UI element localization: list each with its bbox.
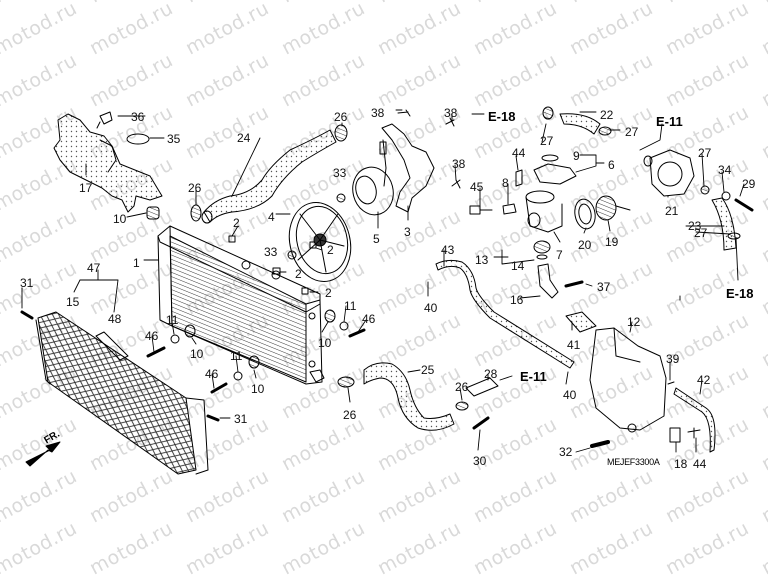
part-callout-23[interactable]: 23 xyxy=(688,219,702,233)
section-reference-e-18[interactable]: E-18 xyxy=(488,109,516,124)
part-callout-20[interactable]: 20 xyxy=(578,238,592,252)
part-callout-36[interactable]: 36 xyxy=(131,110,145,124)
part-callout-14[interactable]: 14 xyxy=(511,259,525,273)
part-callout-8[interactable]: 8 xyxy=(502,176,509,190)
part-callout-3[interactable]: 3 xyxy=(404,225,411,239)
part-callout-34[interactable]: 34 xyxy=(718,163,732,177)
part-callout-21[interactable]: 21 xyxy=(665,204,679,218)
part-callout-44[interactable]: 44 xyxy=(693,457,707,471)
part-callout-47[interactable]: 47 xyxy=(87,261,101,275)
part-callout-2[interactable]: 2 xyxy=(295,267,302,281)
part-callout-27[interactable]: 27 xyxy=(694,226,708,240)
part-callout-10[interactable]: 10 xyxy=(318,336,332,350)
part-callout-39[interactable]: 39 xyxy=(666,352,680,366)
part-callout-11[interactable]: 11 xyxy=(344,299,357,313)
fan-motor-5 xyxy=(352,139,394,216)
part-callout-32[interactable]: 32 xyxy=(559,445,573,459)
part-callout-38[interactable]: 38 xyxy=(371,106,385,120)
part-callout-7[interactable]: 7 xyxy=(556,248,563,262)
part-callout-46[interactable]: 46 xyxy=(205,367,219,381)
part-callout-31[interactable]: 31 xyxy=(234,412,248,426)
section-reference-e-11[interactable]: E-11 xyxy=(520,369,547,384)
part-callout-46[interactable]: 46 xyxy=(145,329,159,343)
part-callout-38[interactable]: 38 xyxy=(452,157,466,171)
part-callout-9[interactable]: 9 xyxy=(573,149,580,163)
part-callout-37[interactable]: 37 xyxy=(597,280,611,294)
part-callout-10[interactable]: 10 xyxy=(251,382,265,396)
part-callout-26[interactable]: 26 xyxy=(343,408,357,422)
part-callout-25[interactable]: 25 xyxy=(421,363,435,377)
part-callout-40[interactable]: 40 xyxy=(563,388,577,402)
part-callout-2[interactable]: 2 xyxy=(233,216,240,230)
thermostat-housing-7 xyxy=(525,190,563,233)
part-callout-10[interactable]: 10 xyxy=(190,347,204,361)
fan-shroud-3 xyxy=(381,123,435,213)
section-reference-e-18[interactable]: E-18 xyxy=(726,286,754,301)
part-callout-17[interactable]: 17 xyxy=(79,181,93,195)
grille-15 xyxy=(35,311,209,475)
part-callout-11[interactable]: 11 xyxy=(230,349,243,363)
reserve-tank-12 xyxy=(589,327,667,433)
part-callout-29[interactable]: 29 xyxy=(742,177,756,191)
part-callout-33[interactable]: 33 xyxy=(264,245,278,259)
part-callout-26[interactable]: 26 xyxy=(188,181,202,195)
part-callout-46[interactable]: 46 xyxy=(362,312,376,326)
part-callout-44[interactable]: 44 xyxy=(512,146,526,160)
part-callout-24[interactable]: 24 xyxy=(237,131,251,145)
band-35 xyxy=(126,133,150,145)
part-callout-6[interactable]: 6 xyxy=(608,158,615,172)
clip-36 xyxy=(96,111,113,129)
part-callout-48[interactable]: 48 xyxy=(108,312,122,326)
part-callout-35[interactable]: 35 xyxy=(167,132,181,146)
radiator-1 xyxy=(157,225,323,385)
part-callout-15[interactable]: 15 xyxy=(66,295,80,309)
part-callout-22[interactable]: 22 xyxy=(600,108,614,122)
part-callout-12[interactable]: 12 xyxy=(627,315,641,329)
shroud-bracket-17 xyxy=(53,113,163,213)
part-callout-38[interactable]: 38 xyxy=(444,106,458,120)
part-callout-19[interactable]: 19 xyxy=(605,235,619,249)
part-callout-11[interactable]: 11 xyxy=(166,313,179,327)
part-callout-16[interactable]: 16 xyxy=(510,293,524,307)
section-reference-e-11[interactable]: E-11 xyxy=(656,114,683,129)
part-callout-5[interactable]: 5 xyxy=(373,232,380,246)
part-callout-43[interactable]: 43 xyxy=(441,243,455,257)
front-arrow-icon xyxy=(25,441,61,467)
upper-hose-24 xyxy=(203,129,337,223)
pump-cover-21 xyxy=(643,149,695,197)
part-callout-31[interactable]: 31 xyxy=(20,276,34,290)
diagram-code: MEJEF3300A xyxy=(607,457,660,467)
part-callout-30[interactable]: 30 xyxy=(473,454,487,468)
part-callout-41[interactable]: 41 xyxy=(567,338,581,352)
part-callout-1[interactable]: 1 xyxy=(133,256,140,270)
part-callout-10[interactable]: 10 xyxy=(113,212,127,226)
part-callout-18[interactable]: 18 xyxy=(674,457,688,471)
part-callout-27[interactable]: 27 xyxy=(540,134,554,148)
part-callout-45[interactable]: 45 xyxy=(470,180,484,194)
part-callout-13[interactable]: 13 xyxy=(475,253,489,267)
part-callout-4[interactable]: 4 xyxy=(268,210,275,224)
part-callout-2[interactable]: 2 xyxy=(325,286,332,300)
part-callout-27[interactable]: 27 xyxy=(698,146,712,160)
part-callout-2[interactable]: 2 xyxy=(327,243,334,257)
part-callout-26[interactable]: 26 xyxy=(334,110,348,124)
part-callout-40[interactable]: 40 xyxy=(424,301,438,315)
part-callout-33[interactable]: 33 xyxy=(333,166,347,180)
part-callout-27[interactable]: 27 xyxy=(625,125,639,139)
part-callout-42[interactable]: 42 xyxy=(697,373,711,387)
part-callout-26[interactable]: 26 xyxy=(455,380,469,394)
part-callout-28[interactable]: 28 xyxy=(484,367,498,381)
fan-4 xyxy=(288,202,352,282)
